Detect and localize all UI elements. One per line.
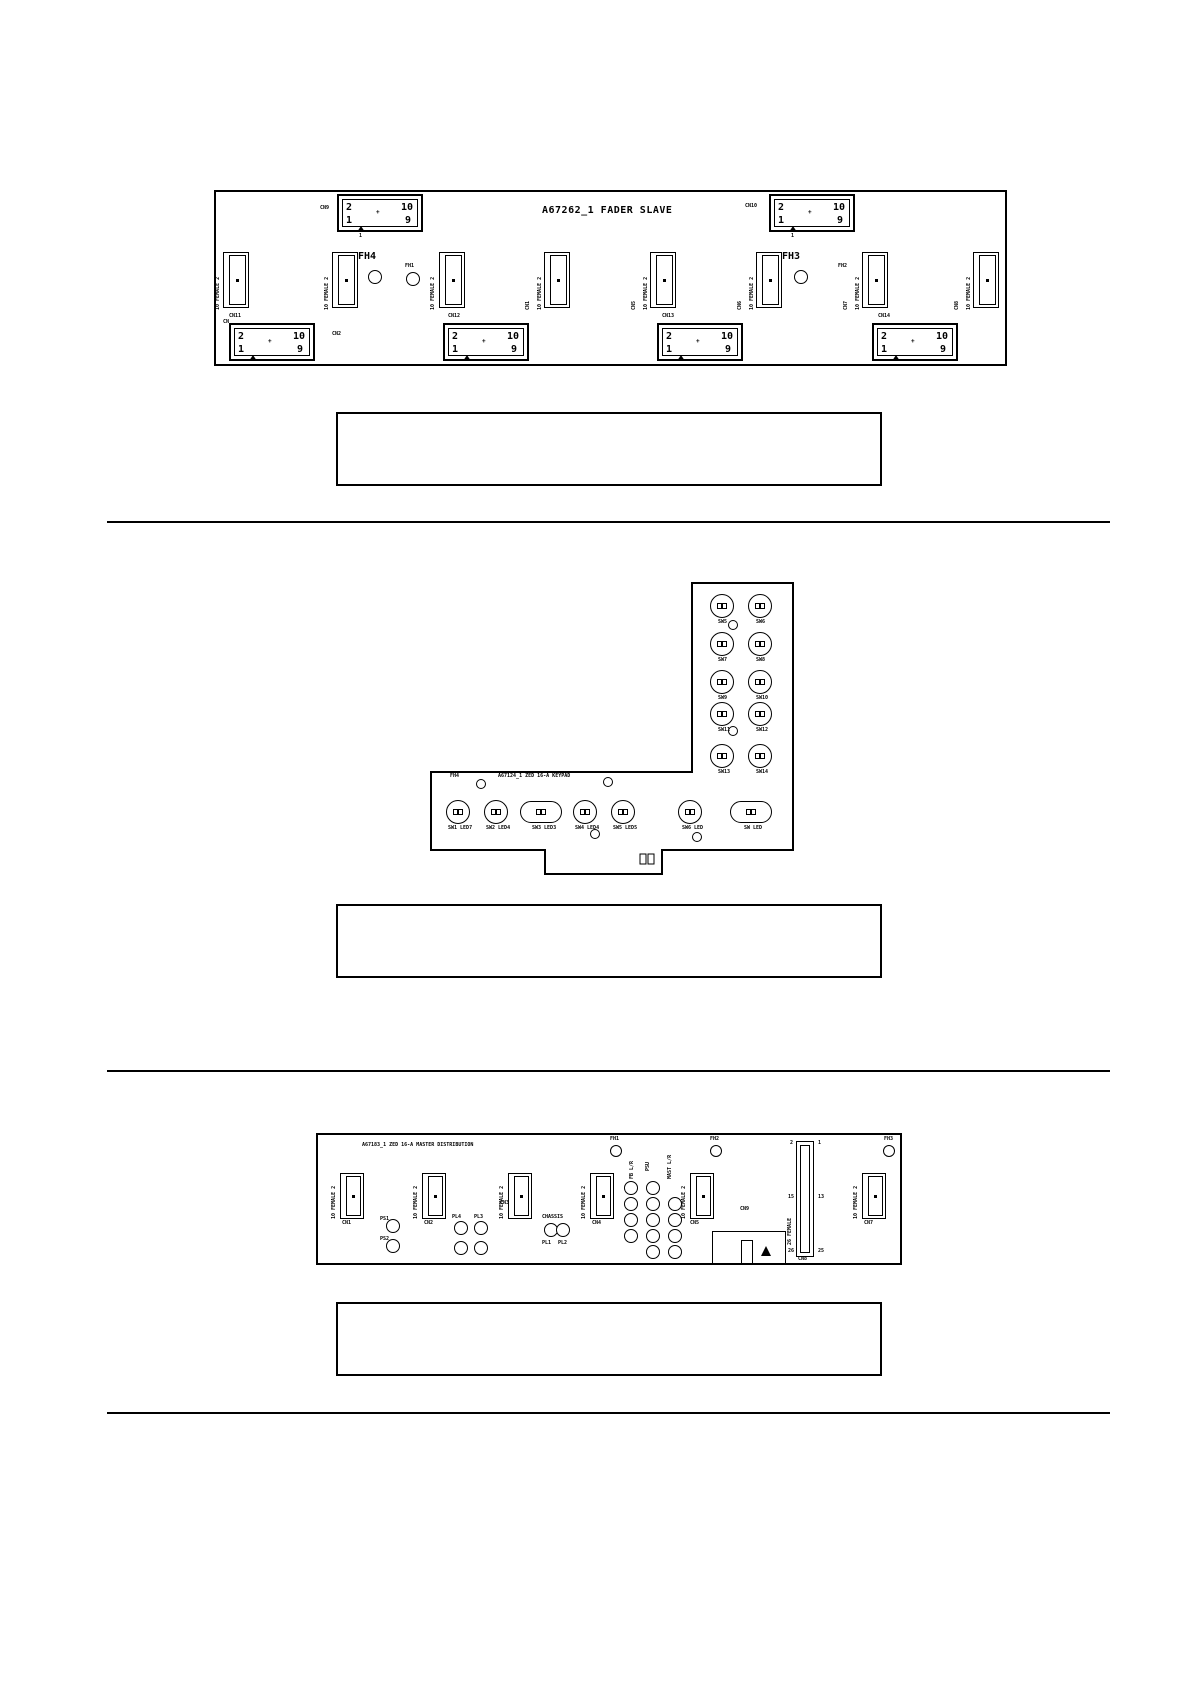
- pad: [474, 1221, 488, 1235]
- connector-ref: CN10: [745, 203, 758, 209]
- pad: [454, 1221, 468, 1235]
- bottom-connector-cn12: 2 1 10 9 +: [443, 323, 529, 361]
- pad: [624, 1181, 638, 1195]
- pcb-keypad: A67124_1 ZED 16-A KEYPAD FH4 SW5 SW6 SW7…: [428, 582, 794, 878]
- fixing-hole: [692, 832, 702, 842]
- bottom-connector-cn14: 2 1 10 9 +: [872, 323, 958, 361]
- fixing-hole: [406, 272, 420, 286]
- board-title: A67124_1 ZED 16-A KEYPAD: [498, 773, 571, 779]
- switch-led: [446, 800, 470, 824]
- fixing-hole: [883, 1145, 895, 1157]
- fixing-hole: [728, 726, 738, 736]
- vertical-connector: [508, 1173, 532, 1219]
- pin1-marker-icon: [249, 355, 257, 361]
- pad: [646, 1213, 660, 1227]
- fixing-hole: [590, 829, 600, 839]
- switch-led: [678, 800, 702, 824]
- switch-led: [710, 594, 734, 618]
- fixing-hole: [476, 779, 486, 789]
- vertical-connector: [756, 252, 782, 308]
- fixing-hole: [610, 1145, 622, 1157]
- switch-led: [710, 670, 734, 694]
- pad: [474, 1241, 488, 1255]
- vertical-connector: [650, 252, 676, 308]
- top-connector-cn10: 2 1 10 9 +: [769, 194, 855, 232]
- fixing-hole: [728, 620, 738, 630]
- fixing-hole: [710, 1145, 722, 1157]
- pad: [668, 1197, 682, 1211]
- vertical-connector: [422, 1173, 446, 1219]
- pin1-marker-icon: [892, 355, 900, 361]
- pad: [668, 1245, 682, 1259]
- fixing-hole: [794, 270, 808, 284]
- caption-box-3: [336, 1302, 882, 1376]
- pin1-marker-icon: [463, 355, 471, 361]
- fixing-label: FH3: [782, 251, 801, 262]
- switch-led: [710, 702, 734, 726]
- switch-led: [748, 594, 772, 618]
- switch-led: [484, 800, 508, 824]
- pcb-master-distribution: A67183_1 ZED 16-A MASTER DISTRIBUTION FH…: [316, 1133, 902, 1265]
- bottom-connector-cn11: 2 1 10 9 +: [229, 323, 315, 361]
- fixing-hole: [368, 270, 382, 284]
- pad: [668, 1213, 682, 1227]
- pad: [556, 1223, 570, 1237]
- switch-led: [710, 744, 734, 768]
- pad: [646, 1197, 660, 1211]
- pad: [386, 1219, 400, 1233]
- triangle-icon: [761, 1246, 771, 1256]
- pad: [386, 1239, 400, 1253]
- pad: [646, 1181, 660, 1195]
- caption-box-1: [336, 412, 882, 486]
- fixing-hole: [603, 777, 613, 787]
- connector-ref: CN9: [320, 205, 330, 211]
- pin1-marker-icon: [357, 226, 365, 232]
- pad: [646, 1229, 660, 1243]
- board-title: A67183_1 ZED 16-A MASTER DISTRIBUTION: [362, 1142, 474, 1148]
- vertical-connector: [690, 1173, 714, 1219]
- switch-led: [573, 800, 597, 824]
- switch-led: [748, 670, 772, 694]
- ribbon-connector: [796, 1141, 814, 1257]
- board-title: A67262_1 FADER SLAVE: [542, 205, 673, 216]
- switch-led: [710, 632, 734, 656]
- vertical-connector: [340, 1173, 364, 1219]
- vertical-connector: [332, 252, 358, 308]
- pad: [624, 1197, 638, 1211]
- pin1-marker-icon: [677, 355, 685, 361]
- switch-led: [748, 632, 772, 656]
- pad: [454, 1241, 468, 1255]
- vertical-connector: [590, 1173, 614, 1219]
- vertical-connector: [544, 252, 570, 308]
- keyed-header: [712, 1231, 786, 1265]
- vertical-connector: [862, 1173, 886, 1219]
- section-divider: [107, 1412, 1110, 1414]
- pin1-marker-icon: [789, 226, 797, 232]
- fixing-label: FH4: [358, 251, 377, 262]
- pcb-keypad-outline: [430, 582, 794, 875]
- pad: [624, 1213, 638, 1227]
- pad: [668, 1229, 682, 1243]
- pcb-fader-slave: A67262_1 FADER SLAVE CN9 2 1 10 9 + 1 CN…: [214, 190, 1007, 366]
- vertical-connector: [973, 252, 999, 308]
- section-divider: [107, 1070, 1110, 1072]
- section-divider: [107, 521, 1110, 523]
- top-connector-cn9: 2 1 10 9 +: [337, 194, 423, 232]
- switch-led: [748, 702, 772, 726]
- vertical-connector: [439, 252, 465, 308]
- caption-box-2: [336, 904, 882, 978]
- vertical-connector: [862, 252, 888, 308]
- switch-led-wide: [520, 801, 562, 823]
- pad: [624, 1229, 638, 1243]
- vertical-connector: [223, 252, 249, 308]
- switch-led-wide: [730, 801, 772, 823]
- switch-led: [611, 800, 635, 824]
- bottom-connector-cn13: 2 1 10 9 +: [657, 323, 743, 361]
- switch-led: [748, 744, 772, 768]
- pad: [646, 1245, 660, 1259]
